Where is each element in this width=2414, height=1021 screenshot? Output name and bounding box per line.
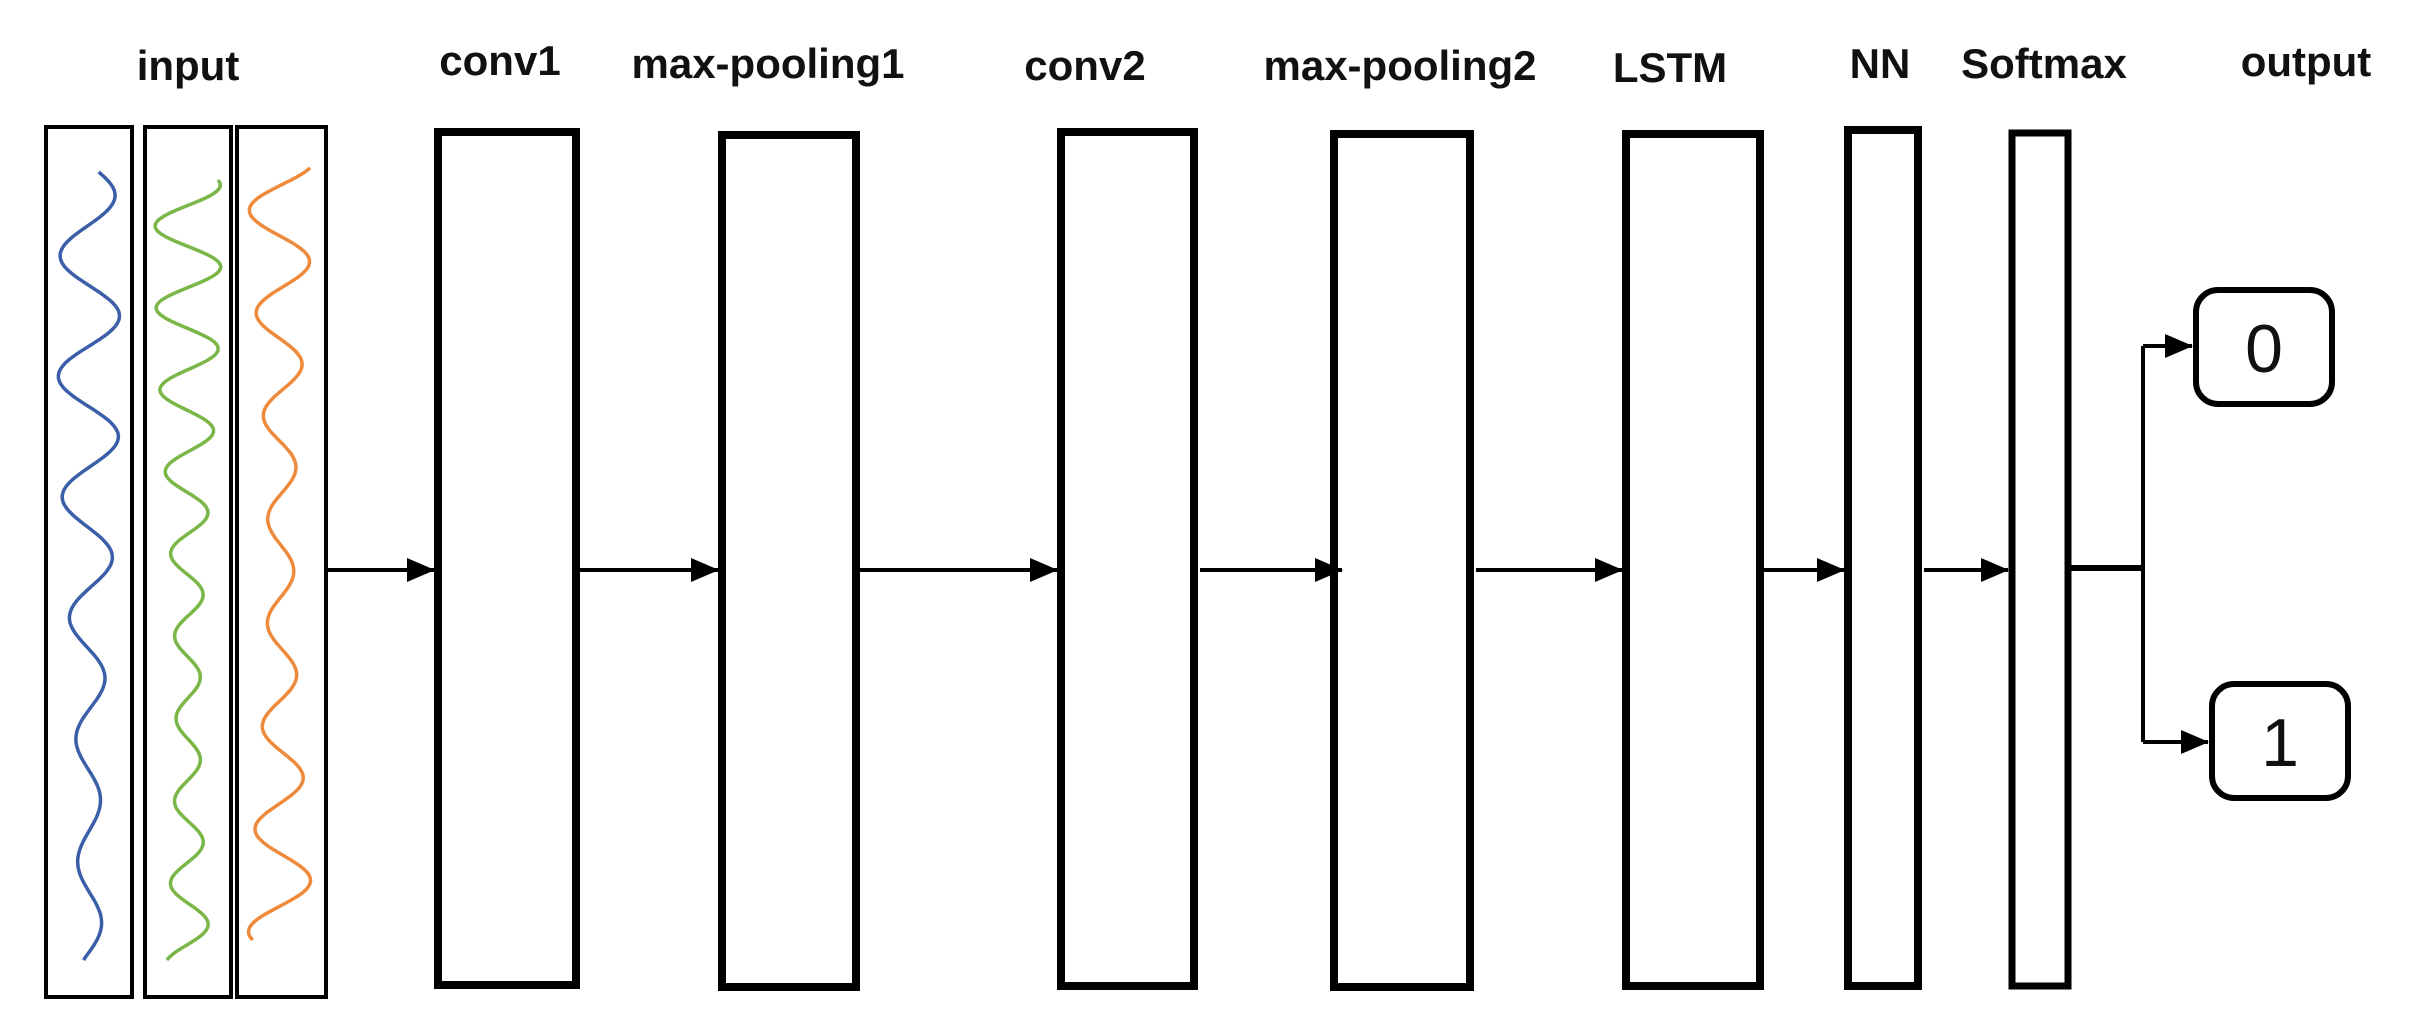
label-conv2: conv2 <box>1024 42 1145 89</box>
input-box-blue <box>44 125 134 999</box>
layer-box-conv1 <box>434 128 580 989</box>
layer-box-lstm <box>1622 130 1764 990</box>
layer-box-softmax <box>2008 129 2072 990</box>
label-max-pooling2: max-pooling2 <box>1263 42 1536 89</box>
output-box-0 <box>2193 287 2335 407</box>
label-output: output <box>2241 38 2372 85</box>
label-conv1: conv1 <box>439 37 560 84</box>
label-nn: NN <box>1850 40 1911 87</box>
signal-waveform-orange <box>246 166 313 942</box>
output-box-1 <box>2209 681 2351 801</box>
label-max-pooling1: max-pooling1 <box>631 40 904 87</box>
layer-box-nn <box>1844 126 1922 990</box>
layer-box-max-pooling2 <box>1330 130 1474 991</box>
label-input: input <box>137 42 240 89</box>
signal-waveform-green <box>153 179 223 962</box>
label-lstm: LSTM <box>1613 44 1727 91</box>
output-node-0: 0 <box>2193 287 2335 407</box>
output-value-0: 0 <box>2245 311 2283 387</box>
label-softmax: Softmax <box>1961 40 2127 87</box>
layer-box-conv2 <box>1057 128 1198 990</box>
layer-box-max-pooling1 <box>718 131 860 991</box>
output-node-1: 1 <box>2209 681 2351 801</box>
input-signals <box>44 125 328 999</box>
signal-waveform-blue <box>56 170 122 962</box>
input-box-green <box>143 125 233 999</box>
output-branch <box>2070 334 2209 754</box>
output-value-1: 1 <box>2261 705 2299 781</box>
input-box-orange <box>235 125 328 999</box>
